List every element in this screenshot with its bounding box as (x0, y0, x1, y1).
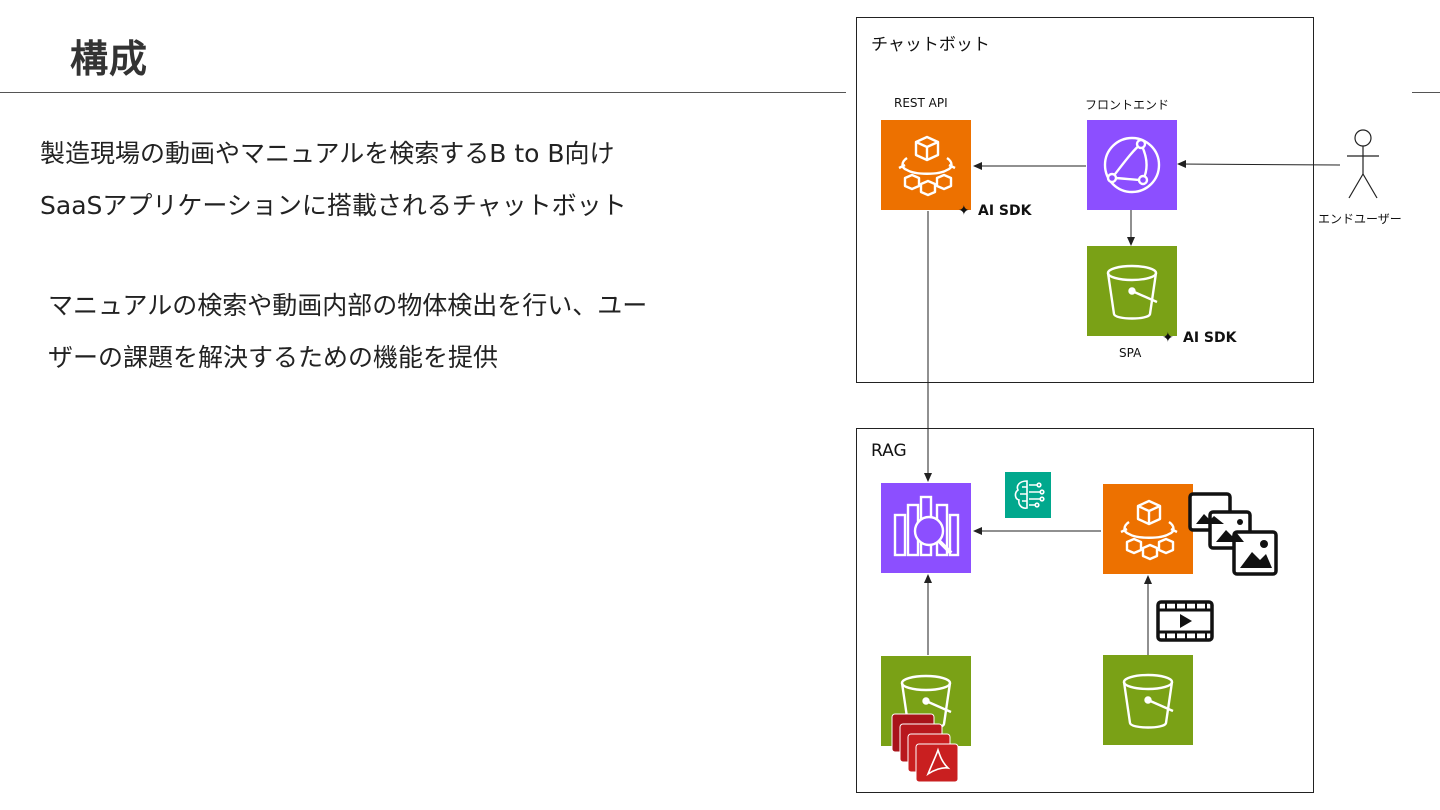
frontend-label: フロントエンド (1085, 98, 1170, 112)
rag-group-label: RAG (871, 441, 907, 461)
arrow-user-to-frontend (1177, 160, 1341, 169)
video-icon (1156, 600, 1214, 642)
images-icon (1188, 492, 1280, 578)
description-line-2: SaaSアプリケーションに搭載されるチャットボット (40, 191, 627, 220)
bedrock-brain-icon (1005, 472, 1051, 518)
videos-bucket-icon (1103, 655, 1193, 745)
title-rule-right (1412, 92, 1440, 93)
title-rule-left (0, 92, 846, 93)
page-title: 構成 (70, 37, 149, 81)
chatbot-group-label: チャットボット (871, 35, 990, 55)
pdf-files-icon (890, 712, 960, 784)
end-user-label: エンドユーザー (1318, 212, 1402, 226)
ai-sdk-sparkle-icon-1: ✦ (958, 203, 970, 219)
description-line-1: 製造現場の動画やマニュアルを検索するB to B向け (40, 139, 615, 168)
end-user-icon (1341, 128, 1385, 200)
rest-api-service-icon (881, 120, 971, 210)
ai-sdk-label-1: AI SDK (978, 203, 1032, 219)
rest-api-label: REST API (894, 96, 948, 110)
spa-bucket-icon (1087, 246, 1177, 336)
kendra-search-service-icon (881, 483, 971, 573)
description-line-3: マニュアルの検索や動画内部の物体検出を行い、ユー (48, 291, 648, 320)
frontend-service-icon (1087, 120, 1177, 210)
spa-label: SPA (1119, 346, 1142, 360)
ai-sdk-sparkle-icon-2: ✦ (1162, 330, 1174, 346)
rekognition-service-icon (1103, 484, 1193, 574)
ai-sdk-label-2: AI SDK (1183, 330, 1237, 346)
description-line-4: ザーの課題を解決するための機能を提供 (48, 343, 499, 372)
